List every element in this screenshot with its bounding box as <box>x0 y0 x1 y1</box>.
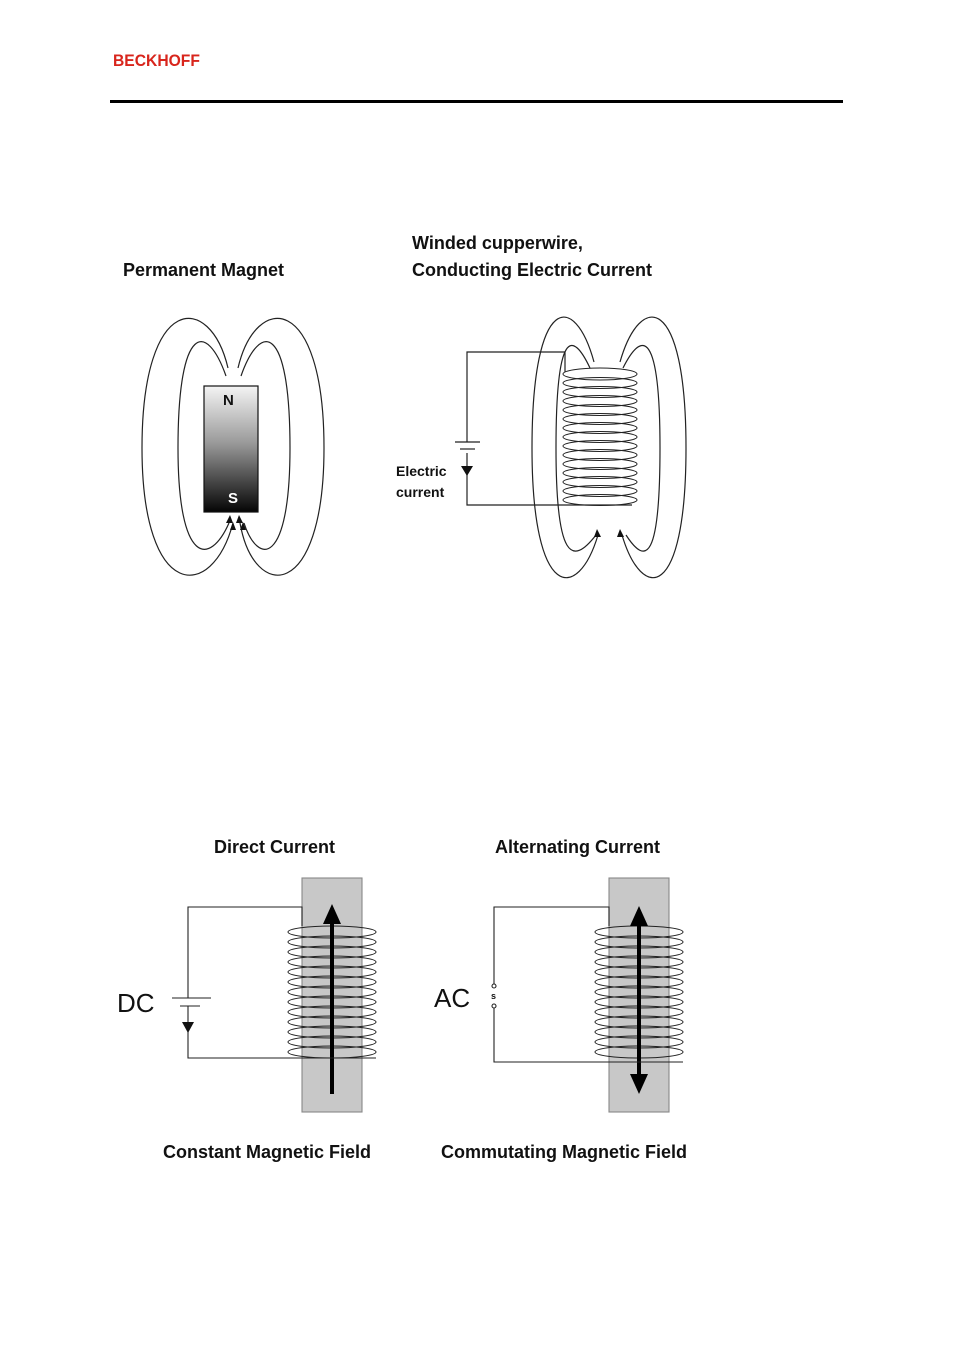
magnet-south-label: S <box>228 490 238 507</box>
arrow-icon <box>230 522 236 530</box>
coil-field-line-inner-left <box>555 344 597 552</box>
ac-caption: Commutating Magnetic Field <box>441 1142 687 1162</box>
magnet-north-label: N <box>223 392 234 409</box>
arrow-icon <box>236 515 243 523</box>
permanent-magnet-diagram: Permanent Magnet N S <box>123 260 325 576</box>
arrow-icon <box>617 529 624 537</box>
dc-title: Direct Current <box>214 837 335 857</box>
ac-circuit-wire <box>493 906 610 984</box>
bar-magnet <box>203 385 259 513</box>
magnet-title: Permanent Magnet <box>123 260 284 280</box>
ac-field-arrowhead-up-icon <box>630 906 648 926</box>
dc-caption: Constant Magnetic Field <box>163 1142 371 1162</box>
coil-field-line-outer-right <box>619 316 687 579</box>
dc-current-arrow-icon <box>182 1022 194 1033</box>
coil-field-line-outer-left <box>531 316 599 579</box>
arrow-icon <box>594 529 601 537</box>
magnet-field-line-inner-left <box>177 341 230 550</box>
current-label-line2: current <box>396 484 445 500</box>
ac-coil-diagram: Alternating Current s AC Commutating Mag… <box>434 837 687 1162</box>
ac-switch-label: s <box>491 991 496 1001</box>
coil-circuit-wire <box>466 351 566 442</box>
ac-field-arrowhead-down-icon <box>630 1074 648 1094</box>
brand-logo: BECKHOFF <box>113 51 200 70</box>
dc-source-label: DC <box>117 988 155 1018</box>
ac-terminal <box>491 1003 497 1009</box>
arrow-icon <box>240 522 246 530</box>
dc-circuit-wire <box>187 906 303 998</box>
coil-windings <box>562 367 638 506</box>
coil-title-line1: Winded cupperwire, <box>412 233 583 253</box>
coil-field-line-inner-right <box>622 344 661 552</box>
ac-title: Alternating Current <box>495 837 660 857</box>
ac-circuit-wire <box>493 1008 683 1063</box>
magnet-field-line-inner-right <box>240 341 291 550</box>
dc-coil-diagram: Direct Current DC Constant Magnetic Fiel… <box>117 837 377 1162</box>
ac-source-label: AC <box>434 983 470 1013</box>
current-arrow-icon <box>461 466 473 476</box>
dc-field-arrowhead-icon <box>323 904 341 924</box>
magnet-field-line-outer-right <box>237 317 325 576</box>
ac-terminal <box>491 983 497 989</box>
arrow-icon <box>226 515 233 523</box>
coil-electromagnet-diagram: Winded cupperwire, Conducting Electric C… <box>396 233 687 579</box>
magnet-field-line-outer-left <box>141 317 234 576</box>
coil-title-line2: Conducting Electric Current <box>412 260 652 280</box>
current-label-line1: Electric <box>396 463 447 479</box>
header-rule <box>110 100 843 103</box>
